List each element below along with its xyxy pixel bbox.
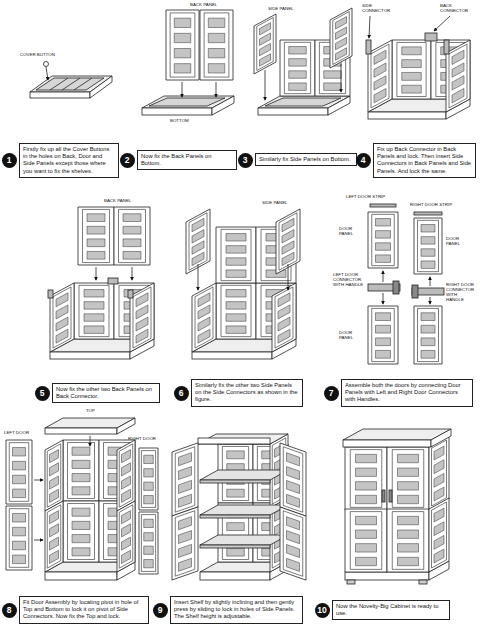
step-number: 6 — [174, 386, 189, 401]
shelf-insertion — [172, 434, 306, 580]
step-number-text: 3 — [243, 155, 248, 165]
instruction-text: Insert Shelf by slightly inclining and t… — [174, 599, 299, 621]
instruction-text: Now fix the other two Back Panels on Bac… — [56, 386, 156, 400]
step-number: 7 — [324, 386, 339, 401]
instruction-box: Similarly fix the other two Side Panels … — [191, 379, 303, 407]
step-number: 3 — [238, 153, 253, 168]
step-number: 1 — [2, 153, 17, 168]
part-label: RIGHT DOOR CONNECTOR WITH HANDLE — [446, 282, 475, 302]
side-panels-on-bottom — [254, 8, 352, 115]
part-label: DOOR PANEL — [446, 236, 474, 246]
step-number-text: 6 — [179, 388, 184, 398]
instruction-box: Fix up Back Connector in Back Panels and… — [373, 143, 476, 178]
step-number-text: 1 — [7, 155, 12, 165]
part-label: BACK PANEL — [190, 2, 217, 7]
instruction-box: Similarly fix Side Panels on Bottom. — [255, 153, 357, 166]
step-number: 9 — [153, 603, 168, 618]
step-number-text: 7 — [329, 388, 334, 398]
tray-bottom — [30, 62, 112, 99]
back-panels-on-bottom — [142, 10, 234, 115]
upper-back-panels — [48, 207, 154, 359]
step-number-text: 5 — [40, 388, 45, 398]
part-label: DOOR PANEL — [339, 226, 365, 236]
instruction-box: Insert Shelf by slightly inclining and t… — [170, 596, 303, 624]
instruction-text: Similarly fix the other two Side Panels … — [195, 382, 299, 404]
part-label: SIDE CONNECTOR — [362, 3, 394, 13]
instruction-box: Now fix the Back Panels on Bottom. — [137, 150, 237, 170]
connectors-fitted — [366, 16, 470, 119]
part-label: LEFT DOOR STRIP — [346, 194, 385, 199]
step-number: 10 — [315, 603, 330, 618]
step-number-text: 10 — [317, 605, 326, 615]
instruction-box: Now the Novelty-Big Cabinet is ready to … — [332, 600, 450, 620]
upper-side-panels — [186, 209, 300, 359]
step-number-text: 8 — [7, 605, 12, 615]
part-label: COVER BUTTON — [20, 52, 55, 57]
step-number-text: 9 — [158, 605, 163, 615]
part-label: SIDE PANEL — [262, 200, 288, 205]
instruction-text: Now the Novelty-Big Cabinet is ready to … — [336, 603, 446, 617]
instruction-text: Firstly fix up all the Cover Buttons in … — [23, 146, 115, 175]
instruction-text: Now fix the Back Panels on Bottom. — [141, 153, 233, 167]
instruction-text: Similarly fix Side Panels on Bottom. — [259, 156, 353, 163]
instruction-box: Now fix the other two Back Panels on Bac… — [52, 383, 160, 403]
instruction-box: Fit Door Assembly by locating pivot in h… — [19, 596, 149, 624]
part-label: SIDE PANEL — [268, 6, 294, 11]
instruction-text: Fit Door Assembly by locating pivot in h… — [23, 599, 145, 621]
part-label: BOTTOM — [170, 118, 189, 123]
step-number: 4 — [356, 153, 371, 168]
step-number: 5 — [35, 386, 50, 401]
instruction-box: Firstly fix up all the Cover Buttons in … — [19, 143, 119, 178]
door-assembly — [368, 204, 444, 364]
part-label: RIGHT DOOR STRIP — [410, 202, 452, 207]
part-label: DOOR PANEL — [339, 330, 365, 340]
step-number-text: 4 — [361, 155, 366, 165]
finished-cabinet — [343, 429, 451, 584]
instruction-text: Assemble both the doors by connecting Do… — [345, 382, 469, 404]
door-fitting — [6, 418, 158, 580]
part-label: RIGHT DOOR — [128, 436, 156, 441]
part-label: LEFT DOOR CONNECTOR WITH HANDLE — [333, 272, 367, 287]
part-label: TOP — [86, 408, 95, 413]
instruction-box: Assemble both the doors by connecting Do… — [341, 379, 473, 407]
part-label: BACK CONNECTOR — [440, 3, 472, 13]
part-label: LEFT DOOR — [4, 430, 29, 435]
instruction-text: Fix up Back Connector in Back Panels and… — [377, 146, 472, 175]
part-label: BACK PANEL — [104, 198, 131, 203]
step-number: 8 — [2, 603, 17, 618]
step-number-text: 2 — [125, 155, 130, 165]
step-number: 2 — [120, 153, 135, 168]
